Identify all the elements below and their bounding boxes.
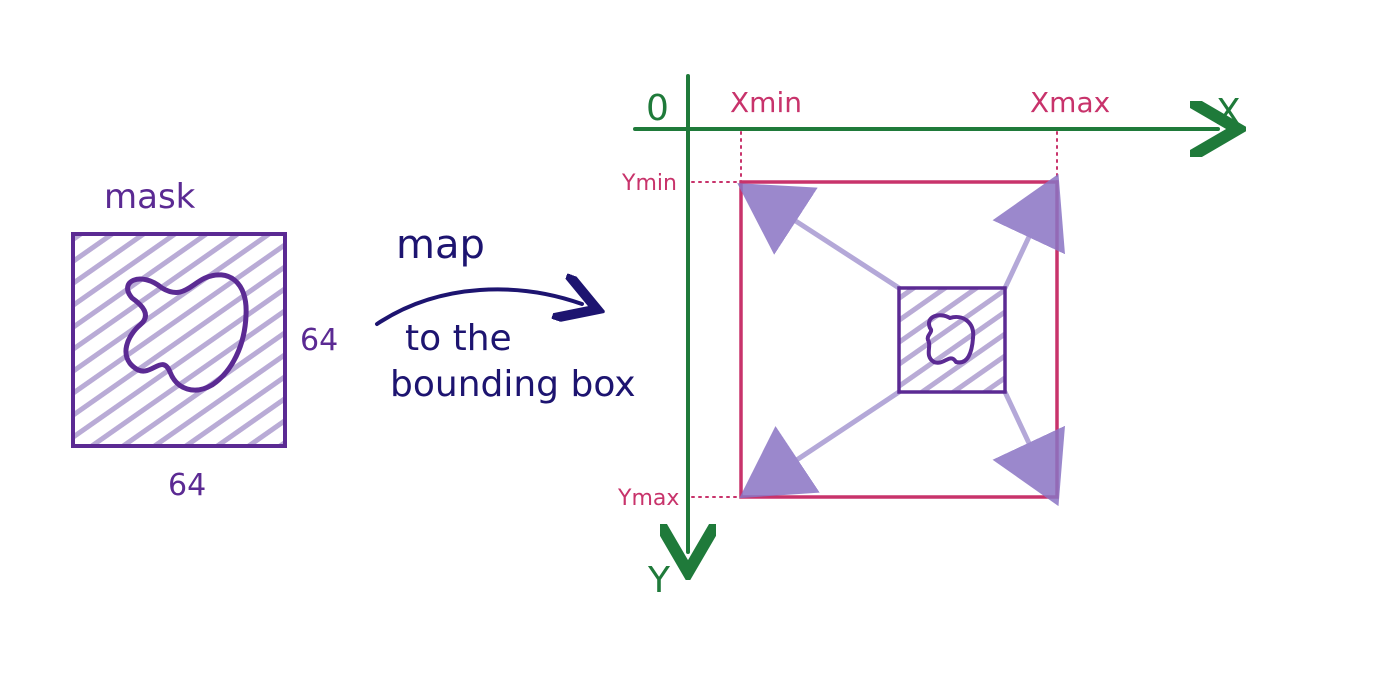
small-mask-square xyxy=(897,286,1007,394)
ymin-label: Ymin xyxy=(621,171,677,196)
origin-label: 0 xyxy=(646,88,669,129)
to-the-label: to the xyxy=(405,318,512,359)
mask-figure: mask 64 64 xyxy=(71,177,338,503)
ymax-label: Ymax xyxy=(617,486,679,511)
mask-blob xyxy=(123,272,249,393)
mask-width-label: 64 xyxy=(168,468,206,503)
bounding-box xyxy=(739,180,1059,499)
guide-lines xyxy=(691,131,1058,498)
mask-square xyxy=(71,232,287,448)
mask-label: mask xyxy=(104,177,196,217)
mask-height-label: 64 xyxy=(300,323,338,358)
map-label: map xyxy=(396,222,485,268)
coordinate-system: 0 X Y Xmin Xmax Ymin Ymax xyxy=(617,74,1241,601)
bounding-box-label: bounding box xyxy=(390,364,636,405)
y-axis-label: Y xyxy=(647,560,671,601)
small-mask-blob xyxy=(925,313,976,365)
map-arrow xyxy=(375,289,582,326)
xmin-label: Xmin xyxy=(730,86,802,119)
map-annotation: map to the bounding box xyxy=(375,222,636,405)
x-axis-label: X xyxy=(1216,92,1241,133)
xmax-label: Xmax xyxy=(1030,86,1110,119)
scale-arrows xyxy=(737,173,1065,507)
